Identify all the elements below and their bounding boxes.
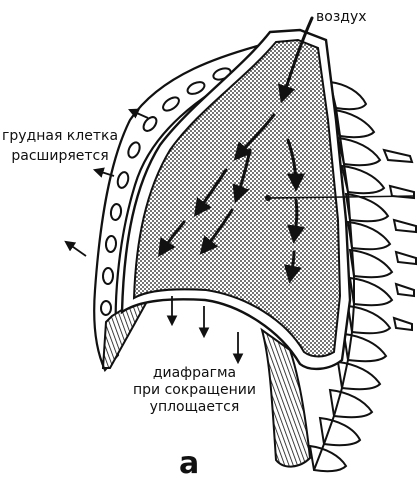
diaphragm-label-line1: диафрагма: [133, 365, 256, 382]
panel-letter: а: [179, 446, 199, 481]
chest-label-line2: расширяется: [2, 146, 118, 166]
diaphragm-label-line3: уплощается: [133, 399, 256, 416]
chest-expands-label: грудная клетка расширяется: [2, 126, 118, 166]
chest-label-line1: грудная клетка: [2, 126, 118, 146]
air-label: воздух: [316, 9, 367, 26]
pointer-dot: [265, 195, 271, 201]
diaphragm-label: диафрагма при сокращении уплощается: [133, 365, 256, 416]
diaphragm-label-line2: при сокращении: [133, 382, 256, 399]
